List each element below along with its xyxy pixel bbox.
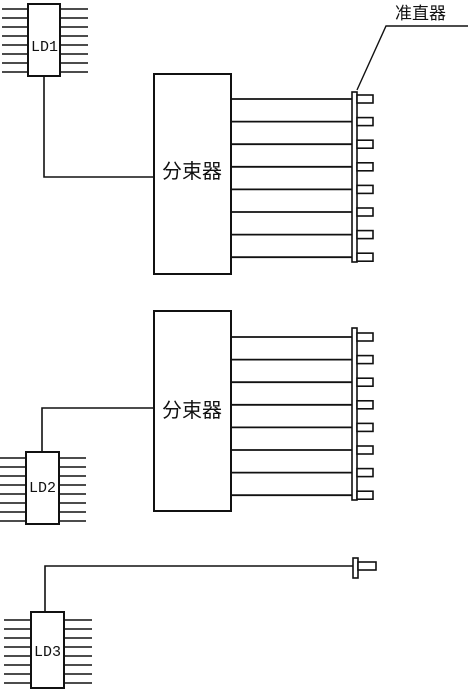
ld2-label: LD2 <box>29 480 56 497</box>
collimator-array-middle <box>351 327 374 501</box>
ld2-chip: LD2 <box>0 451 86 525</box>
collimator-icon <box>356 139 374 149</box>
collimator-leader-line <box>356 25 468 91</box>
splitter-top-label: 分束器 <box>162 159 222 183</box>
collimator-label: 准直器 <box>395 4 446 24</box>
collimator-icon <box>356 184 374 195</box>
collimator-icon <box>356 229 374 240</box>
splitter-middle-box <box>153 310 232 512</box>
splitter-middle: 分束器 <box>153 310 232 512</box>
ld2-pins <box>0 457 86 522</box>
fibers-top <box>231 98 352 259</box>
collimator-array-top <box>351 91 374 263</box>
collimator-icon <box>356 490 374 501</box>
collimator-icon <box>356 354 374 365</box>
collimator-icon <box>356 399 374 410</box>
ld1-chip: LD1 <box>2 3 88 77</box>
ld2-body <box>25 451 60 525</box>
collimator-icon <box>356 467 374 478</box>
collimator-icon <box>356 252 374 262</box>
ld3-body <box>30 611 65 689</box>
collimator-mount-bar <box>351 327 358 501</box>
ld1-connector-line <box>43 76 154 178</box>
collimator-icon <box>356 94 374 104</box>
splitter-top-box <box>153 73 232 275</box>
ld2-connector-line <box>41 407 154 456</box>
ld3-chip: LD3 <box>4 611 92 689</box>
ld3-pins <box>4 619 92 684</box>
ld1-pins <box>2 8 88 73</box>
collimator-mount-bar <box>351 91 358 263</box>
collimator-icon <box>356 445 374 455</box>
collimator-icon <box>356 377 374 388</box>
collimator-icon <box>356 422 374 433</box>
fibers-middle <box>231 336 352 497</box>
collimator-icon <box>356 207 374 217</box>
collimator-icon <box>356 332 374 342</box>
splitter-middle-label: 分束器 <box>162 398 222 422</box>
ld3-collimator <box>352 557 377 579</box>
collimator-icon <box>356 162 374 172</box>
ld3-fiber-line <box>44 565 354 612</box>
ld1-label: LD1 <box>31 39 58 56</box>
splitter-top: 分束器 <box>153 73 232 275</box>
collimator-icon <box>356 116 374 127</box>
ld3-label: LD3 <box>34 644 61 661</box>
